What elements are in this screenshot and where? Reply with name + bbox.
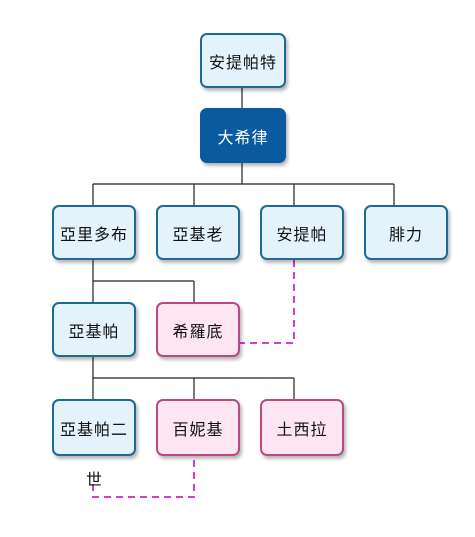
marriage-antipas-herodias [239, 260, 295, 344]
node-philip: 腓力 [364, 205, 448, 260]
node-agrippa: 亞基帕 [52, 302, 136, 357]
node-drusilla: 土西拉 [260, 399, 344, 456]
node-agrippa-ii: 亞基帕二 [52, 399, 136, 456]
node-herod-the-great: 大希律 [200, 108, 286, 163]
node-agrippa-ii-overflow-text: 世 [86, 470, 103, 489]
node-antipas: 安提帕 [260, 205, 344, 260]
node-antipater: 安提帕特 [200, 33, 286, 88]
node-bernice: 百妮基 [156, 399, 240, 456]
marriage-agrippa2-bernice [92, 456, 195, 498]
node-archelaus: 亞基老 [156, 205, 240, 260]
node-herodias: 希羅底 [156, 302, 240, 357]
node-aristobulus: 亞里多布 [52, 205, 136, 260]
